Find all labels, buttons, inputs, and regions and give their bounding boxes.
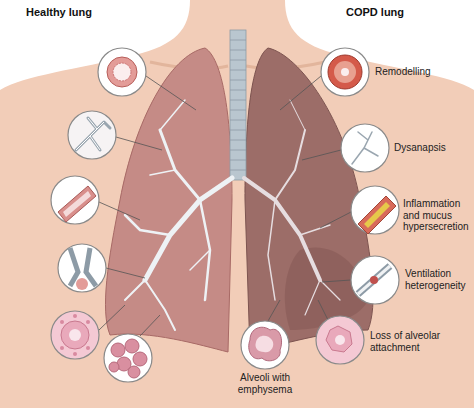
inset-ventilation [351,256,399,304]
leader-lines [99,76,351,336]
inset-dysanapsis [341,124,389,172]
bronchial-tree-copd [244,100,340,315]
inset-healthy-airway [98,48,146,96]
inset-inflamed-airway [351,186,399,234]
part-label: Alveoli with emphysema [228,372,302,395]
inset-loss-of-attachment [316,316,364,364]
part-label: Inflammation and mucus hypersecretion [403,198,472,233]
heading: COPD lung [346,6,456,19]
inset-remodelled-airway [321,48,369,96]
trachea [230,30,246,180]
part-label: Dysanapsis [394,142,470,154]
inset-healthy-alveolus [51,311,99,359]
trachea-rings [230,40,246,170]
part-label: Loss of alveolar attachment [370,330,460,353]
inset-healthy-duct [58,244,106,292]
heading: Healthy lung [26,6,126,19]
inset-healthy-airway-section [51,176,99,224]
part-label: Remodelling [375,66,467,78]
bronchial-tree-healthy [125,100,232,330]
inset-healthy-alveoli-cluster [104,334,152,382]
part-label: Ventilation heterogeneity [405,268,471,291]
inset-emphysema [241,321,289,369]
inset-healthy-bronchioles [68,111,116,159]
